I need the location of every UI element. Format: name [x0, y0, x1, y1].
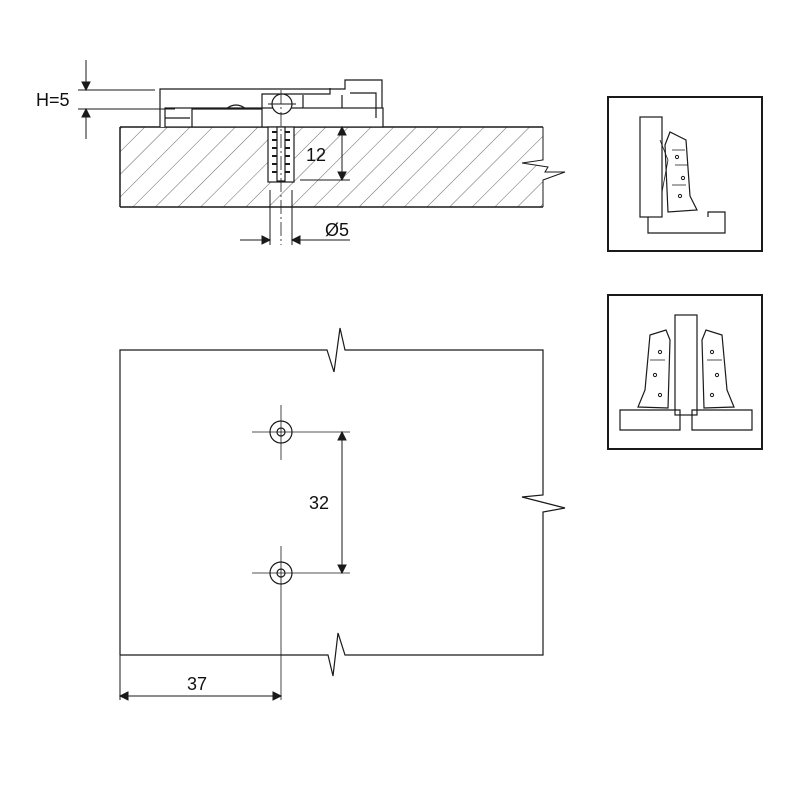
board-section — [119, 126, 566, 208]
screw-depth-label: 12 — [306, 145, 326, 165]
diameter-dimension — [240, 190, 350, 245]
hole-spacing-label: 32 — [309, 493, 329, 513]
height-dimension — [78, 60, 175, 139]
hole-spacing-dimension — [337, 430, 347, 575]
mounting-plate — [159, 79, 384, 128]
drill-hole-top — [252, 405, 350, 460]
panel-outline — [119, 327, 566, 677]
single-hinge-icon — [607, 96, 763, 252]
plan-view — [118, 327, 566, 701]
edge-distance-dimension — [118, 655, 283, 701]
screw-diameter-label: Ø5 — [325, 220, 349, 240]
depth-dimension — [300, 125, 350, 182]
section-view — [78, 60, 566, 245]
drill-hole-bottom — [252, 546, 350, 700]
mounting-height-label: H=5 — [36, 90, 70, 110]
double-hinge-icon — [607, 294, 763, 450]
edge-distance-label: 37 — [187, 674, 207, 694]
